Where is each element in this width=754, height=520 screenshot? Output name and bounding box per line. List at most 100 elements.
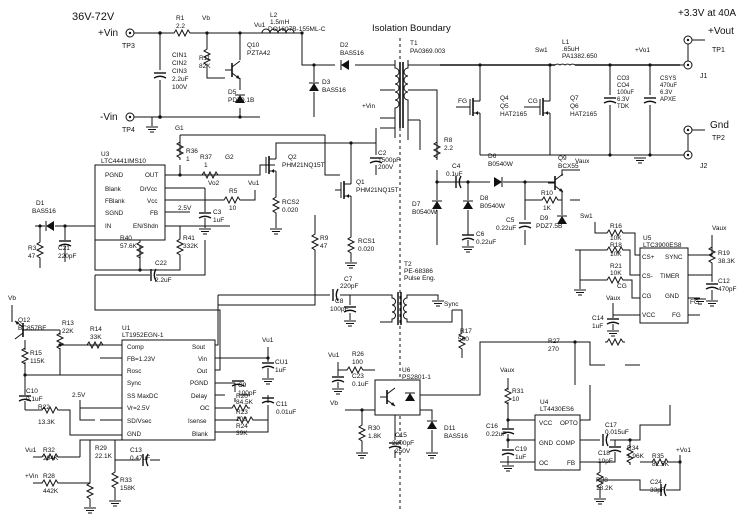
t2-ref: T2 xyxy=(404,261,412,268)
vin-neg-label: -Vin xyxy=(100,112,118,123)
fg-net-u5: FG xyxy=(690,299,699,306)
c18-value: 10pF xyxy=(598,458,613,465)
r19-ref: R19 xyxy=(718,250,730,257)
r38-ref: R38 xyxy=(596,477,608,484)
u4-ref: U4 xyxy=(540,399,549,406)
c24-value: 33pF xyxy=(650,487,665,494)
c5-ref: C5 xyxy=(506,217,515,224)
r1-value: 2.2 xyxy=(176,23,185,30)
r18-ref: R18 xyxy=(610,242,622,249)
u4-ic xyxy=(534,414,581,471)
q2-ref: Q2 xyxy=(288,154,297,161)
r16-ref: R16 xyxy=(610,223,622,230)
rcs1-value: 0.020 xyxy=(358,246,375,253)
v25-net-u1: 2.5V xyxy=(72,392,86,399)
r5-value: 10 xyxy=(229,205,237,212)
csys-voltage: 6.3V xyxy=(660,90,672,96)
c17-ref: C17 xyxy=(605,422,617,429)
c10-ref: C10 xyxy=(26,388,38,395)
tp1-terminal xyxy=(683,35,693,45)
r18-value: 10K xyxy=(610,251,622,258)
j1-terminal xyxy=(683,60,693,70)
u4-pin-oc: OC xyxy=(539,460,549,467)
output-spec-label: +3.3V at 40A xyxy=(678,8,736,19)
u1-pin-gnd: GND xyxy=(127,431,141,438)
u3-ic xyxy=(94,164,166,241)
r27-ref: R27 xyxy=(548,338,560,345)
l1-value: .65uH xyxy=(562,46,580,53)
q9-value: BCX55 xyxy=(558,163,579,170)
j2-terminal xyxy=(683,150,693,160)
r41-ref: R41 xyxy=(183,235,195,242)
u4-pin-fb: FB xyxy=(567,460,575,467)
u5-ref: U5 xyxy=(643,235,652,242)
vout-net: +Vo1 xyxy=(635,47,650,54)
u3-pin-vcc: Vcc xyxy=(147,198,158,205)
r22-ref: R22 xyxy=(38,404,50,411)
r14-ref: R14 xyxy=(90,326,102,333)
vb-net-q12: Vb xyxy=(8,295,16,302)
r34-ref: R34 xyxy=(627,445,639,452)
q1-value: PHM21NQ15T xyxy=(356,187,399,194)
r24-ref: R24 xyxy=(236,423,248,430)
d5-ref: D5 xyxy=(228,89,237,96)
cin1-ref: CIN1 xyxy=(172,52,187,59)
r27-value: 270 xyxy=(548,346,559,353)
c19-value: 1uF xyxy=(515,454,526,461)
r9-ref: R9 xyxy=(320,235,329,242)
q10-ref: Q10 xyxy=(247,42,260,49)
r36-ref: R36 xyxy=(186,148,198,155)
c17-value: 0.015uF xyxy=(605,429,629,436)
r15-value: 115K xyxy=(30,358,45,365)
rcs2-ref: RCS2 xyxy=(282,199,300,206)
c11-ref: C11 xyxy=(276,401,288,408)
r10-value: 1K xyxy=(543,205,552,212)
u5-ic xyxy=(639,247,689,324)
l2-ref: L2 xyxy=(270,12,278,19)
vaux-net-u5: Vaux xyxy=(606,295,621,302)
c16-value: 0.22uF xyxy=(486,431,506,438)
d3-value: BAS516 xyxy=(322,87,346,94)
rcs1-ref: RCS1 xyxy=(358,238,376,245)
r31-value: 10 xyxy=(512,396,520,403)
csys-brand: APXE xyxy=(660,97,676,103)
fg-net: FG xyxy=(458,98,467,105)
r23-ref: R23 xyxy=(236,409,248,416)
r24-value: 39K xyxy=(236,430,248,437)
u6-ref: U6 xyxy=(402,367,411,374)
u3-pin-sgnd: SGND xyxy=(105,210,124,217)
u5-part: LTC3900ES8 xyxy=(643,242,682,249)
r23-value: 100 xyxy=(236,416,247,423)
sync-net: Sync xyxy=(444,301,459,308)
r19-value: 38.3K xyxy=(718,258,736,265)
c14-value: 1uF xyxy=(592,323,603,330)
j2-label: J2 xyxy=(700,163,708,170)
cin-value: 2.2uF xyxy=(172,76,189,83)
vout-net-u4: +Vo1 xyxy=(676,447,691,454)
vout-pos-label: +Vout xyxy=(708,26,734,37)
u4-pin-comp: COMP xyxy=(556,440,575,447)
c12-value: 470pF xyxy=(718,286,736,293)
r32-value: 294K xyxy=(43,455,59,462)
tp4-label: TP4 xyxy=(122,127,135,134)
r8-value: 2.2 xyxy=(444,145,453,152)
r13-value: 22K xyxy=(62,328,74,335)
r11-value: 82K xyxy=(199,63,211,70)
tp2-terminal xyxy=(683,125,693,135)
g2-net: G2 xyxy=(225,154,234,161)
c23-value: 0.1uF xyxy=(352,381,369,388)
r15-ref: R15 xyxy=(30,350,42,357)
u5-pin-csn: CS- xyxy=(642,273,653,280)
cin2-ref: CIN2 xyxy=(172,60,187,67)
r33-ref: R33 xyxy=(120,477,132,484)
u5-pin-vcc: VCC xyxy=(642,312,656,319)
sw1-net: Sw1 xyxy=(535,47,548,54)
vu1-net-r5: Vu1 xyxy=(248,180,260,187)
r31-ref: R31 xyxy=(512,388,524,395)
cg-net-u5: CG xyxy=(617,283,627,290)
d2-ref: D2 xyxy=(340,42,349,49)
t1-part: PA0369.003 xyxy=(410,48,446,55)
csys-value: 470uF xyxy=(660,83,677,89)
r37-ref: R37 xyxy=(200,154,212,161)
